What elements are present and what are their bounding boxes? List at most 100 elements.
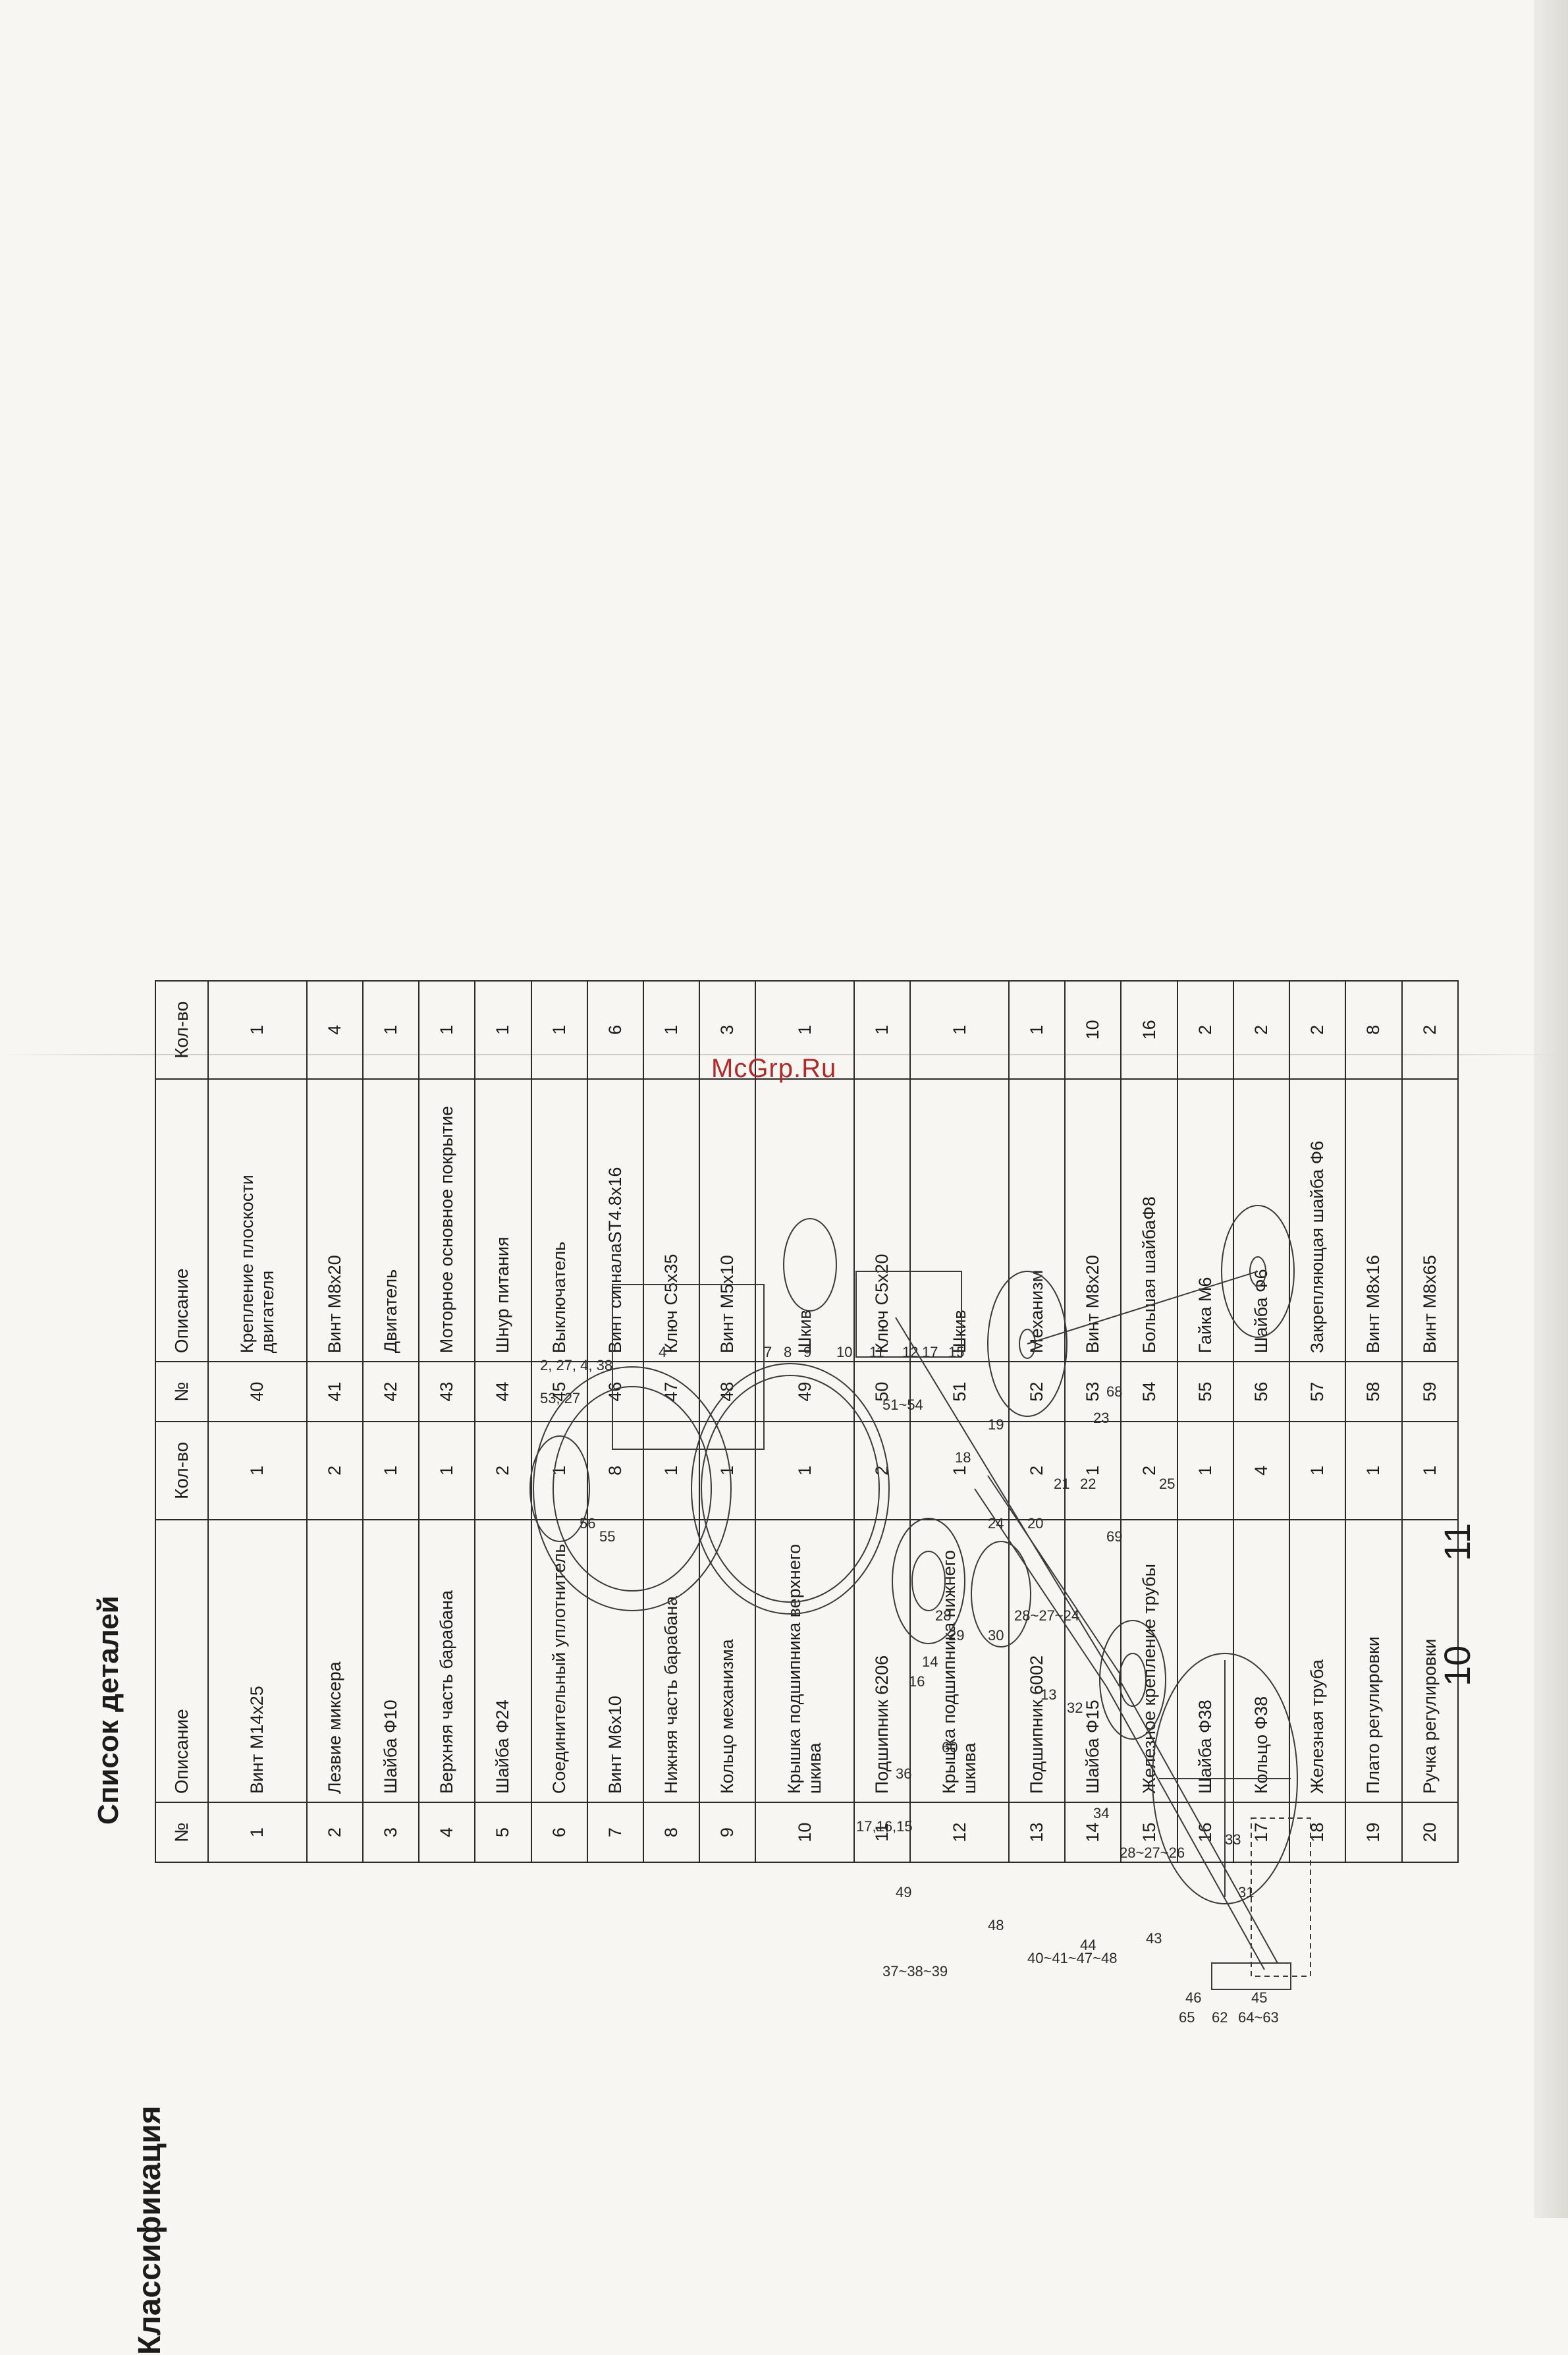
cell-num: 42 [362, 1362, 419, 1422]
cell-qty: 1 [419, 981, 475, 1079]
label: 31 [1238, 1884, 1254, 1900]
cell-qty: 1 [208, 981, 307, 1079]
column-header-description: Описание [155, 1078, 208, 1362]
cell-qty: 1 [362, 981, 419, 1079]
cell-qty: 1 [419, 1422, 475, 1520]
label: 23 [1093, 1410, 1109, 1426]
drum-top [529, 1366, 732, 1611]
cell-description: Шнур питания [475, 1078, 531, 1362]
label: 48 [988, 1917, 1004, 1933]
page-number-left: 10 [1436, 1645, 1478, 1686]
label: 33 [1225, 1831, 1241, 1848]
label: 36 [896, 1765, 911, 1782]
cell-qty: 1 [910, 981, 1010, 1079]
watermark: McGrp.Ru [711, 1054, 837, 1083]
wheels [987, 1205, 1295, 1417]
label: 56 [580, 1515, 595, 1532]
pulley [1099, 1620, 1166, 1740]
label: 22 [1080, 1476, 1096, 1492]
cell-description: Винт М8х65 [1401, 1078, 1458, 1362]
label: 10 [836, 1344, 852, 1360]
label: 19 [988, 1416, 1004, 1433]
cell-num: 4 [419, 1802, 475, 1862]
cell-num: 40 [208, 1362, 307, 1422]
label: 37~38~39 [882, 1963, 948, 1980]
column-header-num: № [155, 1802, 208, 1862]
cell-num: 44 [475, 1362, 531, 1422]
label: 28~27~26 [1120, 1844, 1185, 1861]
exploded-view-diagram: 2, 27, 4, 38 53, 27 4 7 8 9 10 11 51~54 … [527, 1120, 1317, 2042]
cell-num: 3 [362, 1802, 419, 1862]
page-edge [1534, 0, 1568, 2218]
cell-qty: 10 [1065, 981, 1122, 1079]
cell-num: 2 [306, 1802, 363, 1862]
label: 43 [1146, 1930, 1162, 1947]
legs-detail [1251, 1817, 1311, 1977]
label: 29 [948, 1627, 964, 1644]
cell-description: Шайба Ф24 [475, 1519, 531, 1803]
label: 40~41~47~48 [1027, 1950, 1117, 1966]
label: 8 [784, 1344, 792, 1360]
gear-ring [892, 1518, 1031, 1648]
label: 53, 27 [540, 1390, 580, 1406]
label: 45 [1251, 1989, 1267, 2006]
cell-qty: 2 [475, 1422, 531, 1520]
column-header-qty: Кол-во [155, 981, 208, 1079]
cell-description: Верхняя часть барабана [419, 1519, 475, 1803]
cell-description: Винт М8х20 [306, 1078, 363, 1362]
label: 24 [988, 1515, 1004, 1532]
diagram-labels: 2, 27, 4, 38 53, 27 4 7 8 9 10 11 51~54 … [540, 1344, 1279, 2026]
column-header-qty: Кол-во [155, 1422, 208, 1520]
classification-title: Классификация [132, 2105, 167, 2355]
label: 15 [948, 1344, 964, 1360]
cell-qty: 1 [531, 981, 587, 1079]
cell-qty: 2 [1289, 981, 1346, 1079]
cell-qty: 1 [475, 981, 531, 1079]
label: 13 [1041, 1686, 1056, 1703]
cell-qty: 2 [306, 1422, 363, 1520]
cell-qty: 8 [1345, 981, 1402, 1079]
label: 34 [1093, 1805, 1109, 1821]
cell-description: Лезвие миксера [306, 1519, 363, 1803]
cell-qty: 1 [643, 981, 700, 1079]
label: 17 [922, 1344, 938, 1360]
label: 11 [869, 1344, 884, 1360]
label: 9 [803, 1344, 811, 1360]
cell-qty: 1 [1401, 1422, 1458, 1520]
label: 14 [922, 1653, 938, 1670]
fold-line [0, 1054, 1568, 1055]
cell-description: Плато регулировки [1345, 1519, 1402, 1803]
cell-num: 1 [208, 1802, 307, 1862]
cell-qty: 1 [208, 1422, 307, 1520]
cell-qty: 1 [362, 1422, 419, 1520]
label: 46 [1185, 1989, 1201, 2006]
cell-num: 19 [1345, 1802, 1402, 1862]
cell-description: Винт М8х16 [1345, 1078, 1402, 1362]
cell-qty: 2 [1177, 981, 1233, 1079]
handwheel [1152, 1653, 1298, 1904]
page-number-right: 11 [1436, 1522, 1478, 1561]
label: 44 [1080, 1937, 1096, 1953]
cell-qty: 4 [306, 981, 363, 1079]
cell-description: Шайба Ф10 [362, 1519, 419, 1803]
label: 68 [1106, 1383, 1122, 1400]
label: 2, 27, 4, 38 [540, 1357, 612, 1373]
cell-description: Двигатель [362, 1078, 419, 1362]
label: 28 [935, 1607, 951, 1624]
cell-num: 41 [306, 1362, 363, 1422]
label: 69 [1106, 1528, 1122, 1545]
cell-num: 59 [1401, 1362, 1458, 1422]
label: 7 [764, 1344, 772, 1360]
cell-num: 20 [1401, 1802, 1458, 1862]
label: 12 [902, 1344, 918, 1360]
label: 16 [909, 1673, 925, 1690]
label: 49 [896, 1884, 911, 1900]
